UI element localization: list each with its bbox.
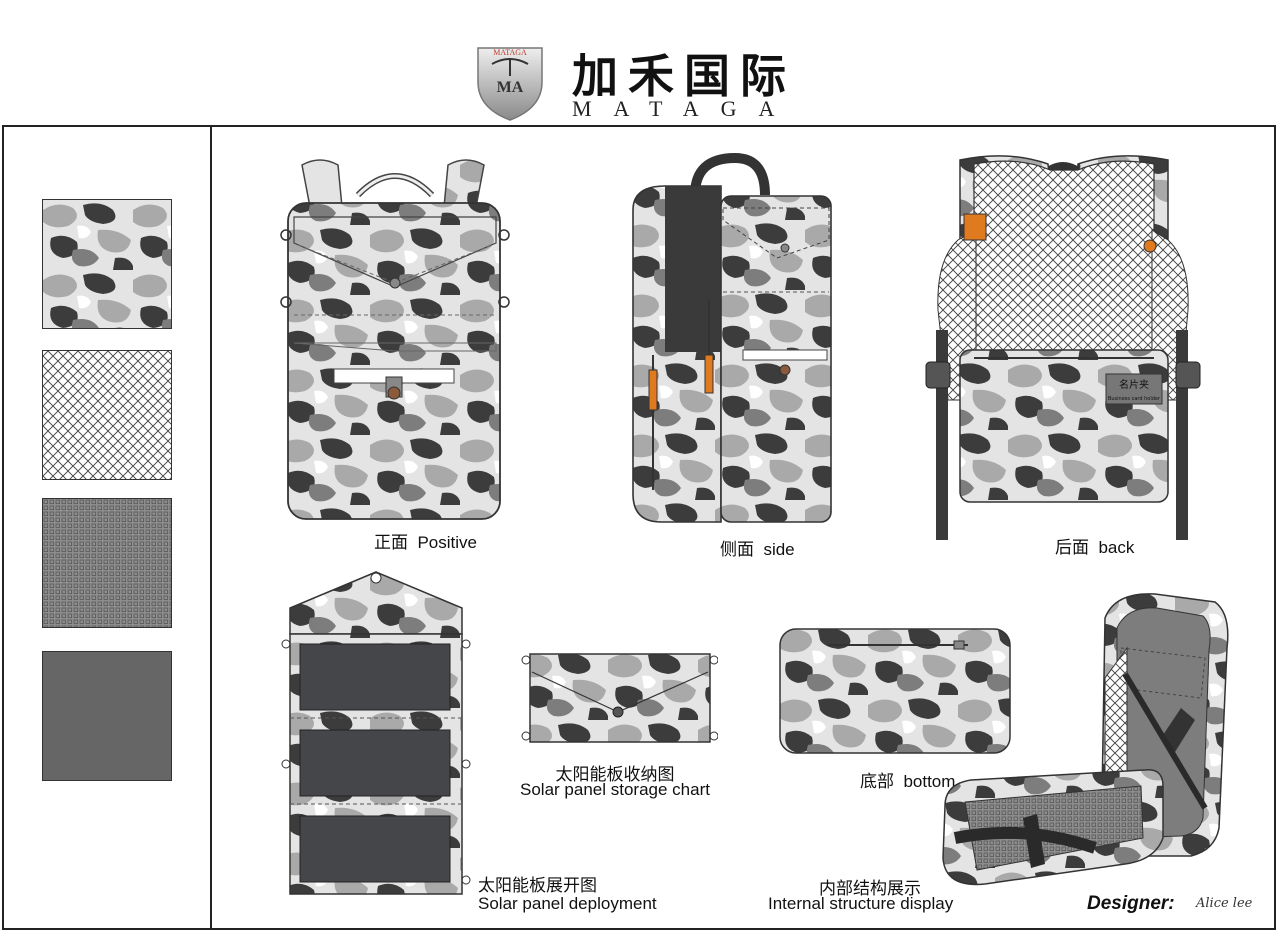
card-holder-label-cn: 名片夹 bbox=[1119, 378, 1149, 391]
caption-side-en: side bbox=[763, 540, 795, 559]
caption-bottom: 底部 bottom bbox=[860, 767, 955, 792]
design-board bbox=[2, 125, 1276, 930]
brand-name-cn: 加禾国际 bbox=[572, 49, 796, 103]
caption-front-cn: 正面 bbox=[374, 533, 408, 552]
backpack-back-view: 名片夹 Business card holder bbox=[918, 150, 1208, 542]
caption-deploy-cn: 太阳能板展开图 bbox=[478, 876, 597, 895]
caption-internal-en: Internal structure display bbox=[768, 894, 954, 913]
swatch-solid bbox=[42, 651, 172, 781]
swatch-camo bbox=[42, 199, 172, 329]
logo-top-text: MATAGA bbox=[493, 48, 527, 57]
caption-bottom-en: bottom bbox=[903, 772, 956, 791]
swatch-grid bbox=[42, 498, 172, 628]
backpack-bottom-view bbox=[778, 625, 1014, 757]
caption-back: 后面 back bbox=[1055, 533, 1134, 558]
caption-internal-cn: 内部结构展示 bbox=[819, 879, 921, 898]
designer-signature: Alice lee bbox=[1196, 896, 1253, 911]
solar-panel-deployment-view bbox=[280, 568, 475, 896]
caption-front-en: Positive bbox=[417, 533, 477, 552]
designer-label: Designer: bbox=[1087, 893, 1175, 914]
caption-storage-cn: 太阳能板收纳图 bbox=[555, 765, 675, 784]
caption-storage-en: Solar panel storage chart bbox=[520, 780, 710, 799]
caption-side: 侧面 side bbox=[720, 535, 795, 560]
caption-deploy-en: Solar panel deployment bbox=[478, 894, 657, 913]
solar-panel-storage-view bbox=[518, 650, 718, 746]
swatch-mesh bbox=[42, 350, 172, 480]
caption-back-en: back bbox=[1098, 538, 1135, 557]
brand-name-en: MATAGA bbox=[572, 96, 797, 121]
card-holder-label-en: Business card holder bbox=[1108, 396, 1161, 402]
caption-front: 正面 Positive bbox=[374, 528, 477, 553]
logo-monogram: MA bbox=[497, 79, 524, 96]
caption-back-cn: 后面 bbox=[1055, 538, 1089, 557]
brand-logo: MATAGA MA bbox=[474, 42, 546, 122]
backpack-front-view bbox=[280, 155, 510, 525]
backpack-internal-view bbox=[905, 588, 1235, 888]
board-divider bbox=[210, 125, 212, 930]
caption-side-cn: 侧面 bbox=[720, 540, 754, 559]
backpack-side-view bbox=[625, 150, 840, 528]
caption-bottom-cn: 底部 bbox=[860, 772, 894, 791]
